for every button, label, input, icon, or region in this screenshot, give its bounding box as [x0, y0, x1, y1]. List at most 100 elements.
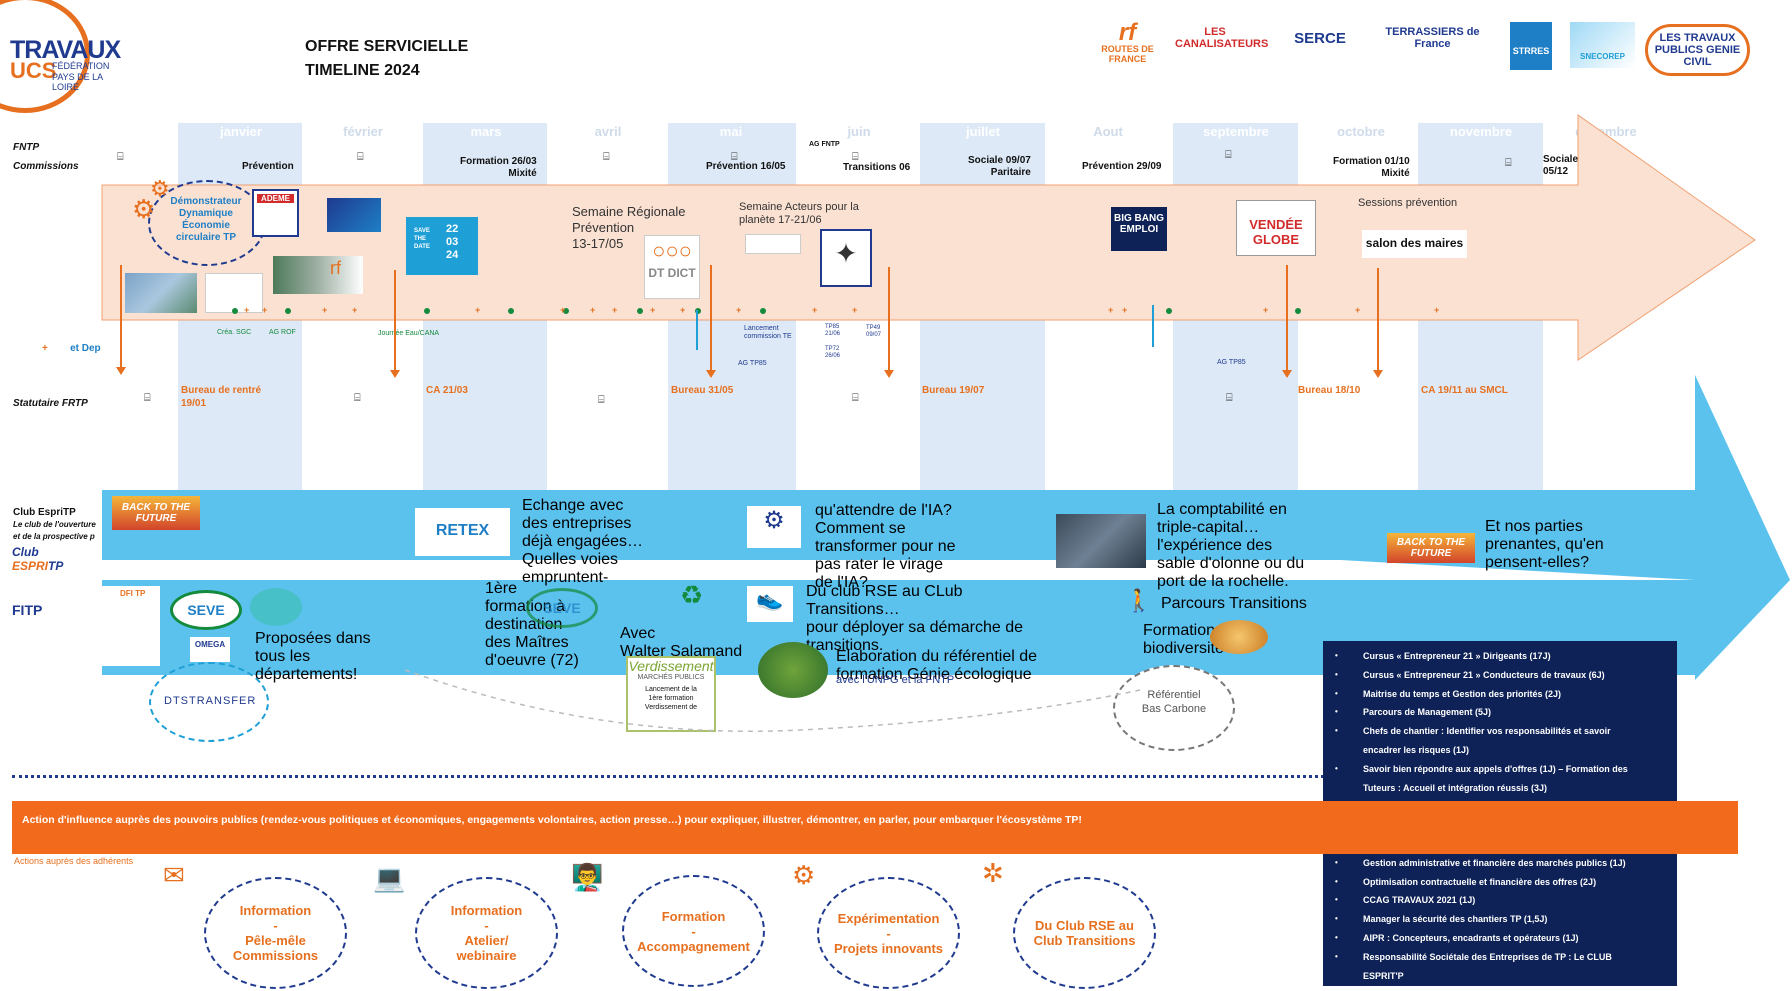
action-formation: Formation-Accompagnement: [622, 875, 765, 987]
timeline-plus: +: [812, 305, 818, 315]
row-label-statutaire: Statutaire FRTP: [13, 398, 88, 409]
training-item: Chefs de chantier : Identifier vos respo…: [1323, 722, 1677, 741]
teacher-icon: 👨‍🏫: [571, 862, 604, 892]
logo-canalisateurs: LES CANALISATEURS: [1175, 26, 1269, 50]
timeline-dot: [760, 308, 766, 314]
training-item: Parcours de Management (5J): [1323, 703, 1677, 722]
compass-logo: ✦: [820, 229, 872, 287]
demonstrateur-text: Démonstrateur Dynamique Économie circula…: [170, 196, 242, 243]
event-photo-3: [273, 256, 363, 294]
timeline-dot: [1295, 308, 1301, 314]
arrowhead-icon: [116, 367, 126, 375]
training-item: Optimisation contractuelle et financière…: [1323, 873, 1677, 892]
ademe-logo: ADEME: [252, 189, 299, 237]
stat-bureau-octobre: Bureau 18/10: [1298, 385, 1361, 396]
meeting-icon: ⌸: [144, 392, 151, 404]
parties-text: Et nos parties prenantes, qu'en pensent-…: [1485, 518, 1604, 571]
gear-icon: ⚙: [150, 176, 170, 201]
comm-event-prevention-mai: Prévention 16/05: [706, 161, 786, 172]
stat-ca-novembre: CA 19/11 au SMCL: [1421, 385, 1508, 396]
biodiversity-image: [1210, 620, 1268, 654]
arrow-bureau-janvier: [120, 265, 122, 367]
logo-routes-de-france: rf ROUTES DE FRANCE: [1101, 19, 1154, 65]
retex-text: Echange avec des entreprises déjà engagé…: [522, 497, 643, 586]
timeline-dot: [695, 308, 701, 314]
page-title: OFFRE SERVICIELLE: [305, 38, 469, 55]
event-logo-blue: [327, 198, 381, 232]
referentiel-bc-text: Référentiel Bas Carbone: [1141, 689, 1207, 715]
timeline-plus: +: [560, 305, 566, 315]
month-label-8: septembre: [1203, 124, 1269, 139]
logo-terrassiers: TERRASSIERS de France: [1385, 26, 1480, 50]
network-icon: ✲: [982, 858, 1004, 888]
gears-icon: ⚙: [792, 860, 816, 890]
omega-logo: OMEGA: [190, 637, 230, 662]
month-label-7: Aout: [1093, 124, 1123, 139]
meeting-icon: ⌸: [1225, 149, 1232, 161]
training-item: Manager la sécurité des chantiers TP (1,…: [1323, 910, 1677, 929]
timeline-dot: [1166, 308, 1172, 314]
dtstransfer-label: DTSTRANSFER: [164, 695, 257, 707]
sessions-prevention-text: Sessions prévention: [1358, 197, 1458, 209]
dfi-tp-card: DFI TP: [88, 586, 160, 666]
dt-dict-logo: ○○○ DT DICT: [644, 235, 700, 299]
fitp-logo: FITP: [12, 602, 43, 618]
meeting-icon: ⌸: [852, 151, 859, 163]
acteurs-planete-logo: [745, 234, 801, 254]
arrow-bureau-mai: [710, 265, 712, 370]
stat-bureau-mai: Bureau 31/05: [671, 385, 734, 396]
training-item: CCAG TRAVAUX 2021 (1J): [1323, 891, 1677, 910]
compta-image: [1056, 514, 1146, 568]
row-label-dep: + et Dep: [42, 343, 101, 354]
stat-bureau-janvier: Bureau de rentré 19/01: [181, 385, 262, 409]
comm-event-transitions: Transitions 06: [843, 162, 911, 173]
month-label-5: juin: [847, 124, 871, 139]
influence-banner: Action d'influence auprès des pouvoirs p…: [12, 801, 1738, 854]
seve-logo-1: SEVE: [170, 590, 242, 630]
tutp-logo: [250, 588, 302, 626]
timeline-plus: +: [262, 305, 268, 315]
meeting-icon: ⌸: [731, 151, 738, 163]
stat-bureau-juillet: Bureau 19/07: [922, 385, 985, 396]
comm-event-sociale-dec: Sociale 05/12: [1543, 154, 1579, 177]
meeting-icon: ⌸: [1226, 392, 1233, 404]
timeline-dot: [285, 308, 291, 314]
arrow-ca-novembre: [1377, 268, 1379, 370]
timeline-dot: [424, 308, 430, 314]
semaine-acteurs-text: Semaine Acteurs pour la planète 17-21/06: [739, 201, 859, 226]
comm-event-formation-oct: Formation 01/10 Mixité: [1333, 156, 1410, 179]
comm-event-ag-fntp: AG FNTP: [809, 141, 840, 148]
training-item: Gestion administrative et financière des…: [1323, 854, 1677, 873]
training-item: Tuteurs : Accueil et intégration réussis…: [1363, 782, 1548, 793]
month-label-10: novembre: [1449, 124, 1513, 139]
compta-text: La comptabilité en triple-capital… l'exp…: [1157, 501, 1305, 590]
comm-event-sociale-juillet: Sociale 09/07 Paritaire: [968, 155, 1031, 178]
timeline-plus: +: [475, 305, 481, 315]
timeline-plus: +: [612, 305, 618, 315]
logo-snecorep: SNECOREP: [1570, 22, 1635, 68]
gear-icon: ⚙: [132, 194, 156, 224]
retex-logo: RETEX: [415, 508, 510, 556]
salon-maires-logo: salon des maires: [1362, 230, 1467, 258]
ia-text: qu'attendre de l'IA? Comment se transfor…: [815, 502, 956, 591]
semaine-regionale-text: Semaine Régionale Prévention 13-17/05: [572, 204, 686, 251]
laptop-icon: 💻: [373, 863, 406, 893]
recycle-icon: ♻: [680, 580, 704, 610]
event-photo-2: [205, 273, 263, 313]
row-label-commissions: Commissions: [13, 161, 79, 172]
comm-event-prevention: Prévention: [242, 161, 294, 172]
label-tp49: TP49 09/07: [866, 325, 882, 338]
referentiel-ge-text-2: avec l'UNPG et la FNTP: [836, 674, 955, 686]
timeline-plus: +: [1355, 305, 1361, 315]
verdissement-card: Verdissement MARCHÉS PUBLICS Lancement d…: [626, 656, 716, 732]
timeline-plus: +: [736, 305, 742, 315]
logo-tp-genie-civil: LES TRAVAUX PUBLICS GENIE CIVIL: [1645, 24, 1750, 76]
dashed-path: [404, 669, 1141, 732]
timeline-dot: [637, 308, 643, 314]
training-item: AIPR : Concepteurs, encadrants et opérat…: [1323, 929, 1677, 948]
arrowhead-icon: [706, 370, 716, 378]
timeline-plus: +: [1434, 305, 1440, 315]
back-future-logo-1: BACK TO THE FUTURE: [112, 496, 200, 530]
